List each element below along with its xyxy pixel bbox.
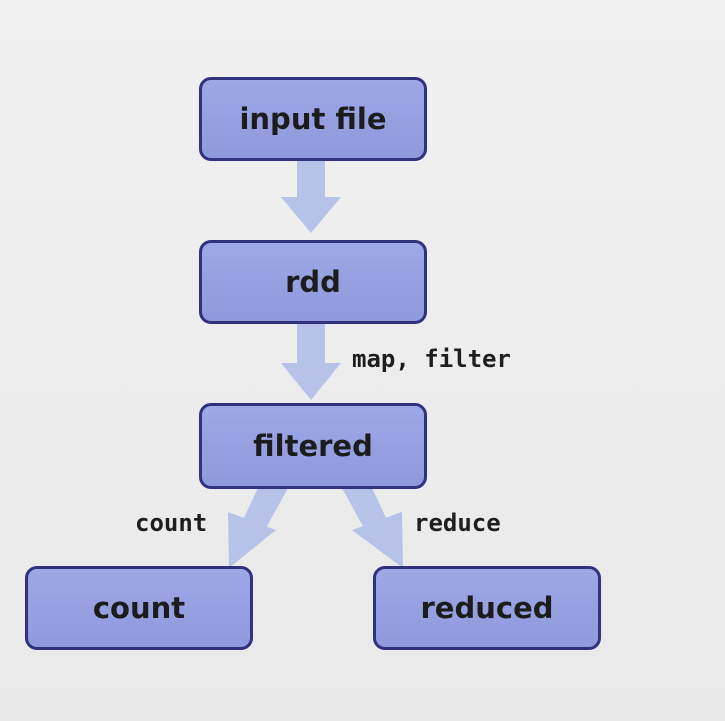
node-input-file: input file — [199, 77, 427, 161]
node-rdd-label: rdd — [285, 265, 341, 299]
node-filtered: filtered — [199, 403, 427, 489]
node-filtered-label: filtered — [253, 429, 373, 463]
arrow-rdd-to-filtered — [281, 323, 341, 400]
arrow-filtered-to-reduced — [342, 488, 403, 568]
node-input-file-label: input file — [239, 102, 387, 136]
edge-label-reduce: reduce — [414, 509, 501, 537]
node-reduced-label: reduced — [420, 591, 554, 625]
node-rdd: rdd — [199, 240, 427, 324]
arrow-input-to-rdd — [281, 160, 341, 233]
edge-label-count: count — [135, 509, 208, 537]
node-reduced: reduced — [373, 566, 601, 650]
arrow-filtered-to-count — [228, 488, 288, 568]
node-count-label: count — [92, 591, 186, 625]
edge-label-map-filter: map, filter — [352, 345, 511, 373]
node-count: count — [25, 566, 253, 650]
